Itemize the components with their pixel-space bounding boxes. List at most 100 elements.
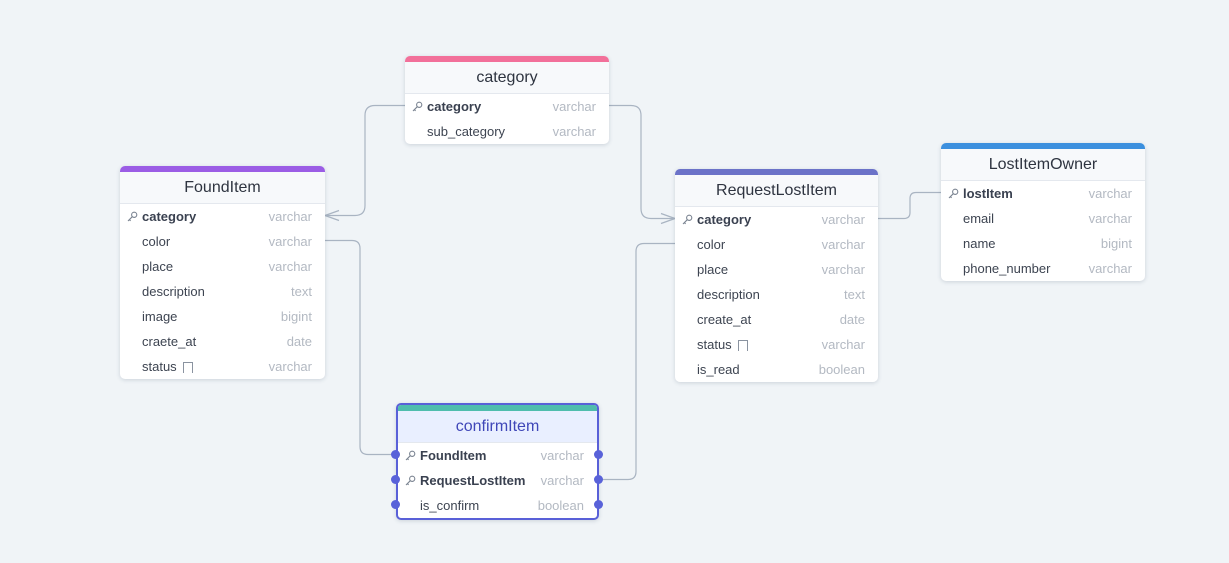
connection-handle-left[interactable] [391, 474, 400, 484]
column-name: RequestLostItem [420, 468, 525, 493]
column-type: varchar [268, 359, 312, 374]
column-name: place [142, 254, 173, 279]
key-icon [682, 208, 694, 230]
relation-founditem-confirmitem[interactable] [325, 239, 394, 456]
column-type: varchar [1088, 186, 1132, 201]
column-name-text: name [963, 236, 996, 251]
column-name: email [963, 206, 994, 231]
column-name: place [697, 257, 728, 282]
column-row[interactable]: create_at date [675, 307, 878, 332]
column-name: lostItem [963, 181, 1013, 206]
column-type: text [844, 287, 865, 302]
column-type: boolean [537, 498, 584, 513]
key-icon [405, 444, 417, 466]
note-icon[interactable] [737, 340, 748, 354]
column-row[interactable]: name bigint [941, 231, 1145, 256]
column-name-text: sub_category [427, 124, 506, 139]
table-title[interactable]: RequestLostItem [675, 175, 878, 207]
column-name: craete_at [142, 329, 196, 354]
column-row[interactable]: status varchar [120, 354, 325, 379]
column-name-text: craete_at [142, 334, 197, 349]
column-type: varchar [552, 99, 596, 114]
relation-category-requestlostitem[interactable] [609, 104, 675, 220]
crowfoot-many-icon [324, 209, 340, 222]
relation-requestlostitem-confirmitem[interactable] [599, 242, 675, 481]
key-icon [948, 182, 960, 204]
relation-founditem-category[interactable] [325, 104, 405, 217]
table-title[interactable]: category [405, 62, 609, 94]
column-type: text [291, 284, 312, 299]
table-title[interactable]: confirmItem [398, 411, 597, 443]
column-name: is_read [697, 357, 740, 382]
table-title[interactable]: LostItemOwner [941, 149, 1145, 181]
column-name: color [697, 232, 725, 257]
column-name-text: place [142, 259, 174, 274]
connection-handle-left[interactable] [391, 499, 400, 509]
table-header-accent [120, 166, 325, 172]
column-row[interactable]: status varchar [675, 332, 878, 357]
key-icon [127, 205, 139, 227]
connection-handle-right[interactable] [594, 499, 603, 509]
column-type: varchar [540, 473, 584, 488]
column-name-text: status [697, 337, 732, 352]
column-type: bigint [280, 309, 312, 324]
column-row[interactable]: RequestLostItem varchar [398, 468, 597, 493]
column-name: status [697, 332, 748, 357]
column-row[interactable]: lostItem varchar [941, 181, 1145, 206]
column-name-text: place [697, 262, 729, 277]
column-row[interactable]: description text [675, 282, 878, 307]
column-name-text: color [142, 234, 171, 249]
column-name-text: status [142, 359, 177, 374]
column-name-text: description [142, 284, 205, 299]
column-name: is_confirm [420, 493, 479, 518]
connection-handle-left[interactable] [391, 449, 400, 459]
column-name-text: create_at [697, 312, 752, 327]
table-title[interactable]: FoundItem [120, 172, 325, 204]
column-row[interactable]: description text [120, 279, 325, 304]
column-name-text: lostItem [963, 186, 1013, 201]
key-icon [412, 95, 424, 117]
column-row[interactable]: image bigint [120, 304, 325, 329]
column-type: bigint [1100, 236, 1132, 251]
column-name-text: email [963, 211, 995, 226]
connection-handle-right[interactable] [594, 449, 603, 459]
column-name: description [697, 282, 760, 307]
column-name: image [142, 304, 177, 329]
column-name: create_at [697, 307, 751, 332]
table-header-accent [398, 405, 597, 411]
column-name-text: RequestLostItem [420, 473, 526, 488]
column-row[interactable]: category varchar [405, 94, 609, 119]
table-header-accent [941, 143, 1145, 149]
column-type: varchar [540, 448, 584, 463]
column-name-text: category [427, 99, 482, 114]
column-row[interactable]: is_confirm boolean [398, 493, 597, 518]
column-name-text: is_read [697, 362, 740, 377]
column-row[interactable]: FoundItem varchar [398, 443, 597, 468]
connection-handle-right[interactable] [594, 474, 603, 484]
key-icon [405, 469, 417, 491]
column-name: FoundItem [420, 443, 486, 468]
column-type: varchar [268, 209, 312, 224]
column-type: varchar [821, 337, 865, 352]
relation-requestlostitem-lostitemowner[interactable] [878, 191, 941, 220]
column-name-text: description [697, 287, 760, 302]
note-icon[interactable] [182, 362, 193, 376]
column-type: date [839, 312, 865, 327]
